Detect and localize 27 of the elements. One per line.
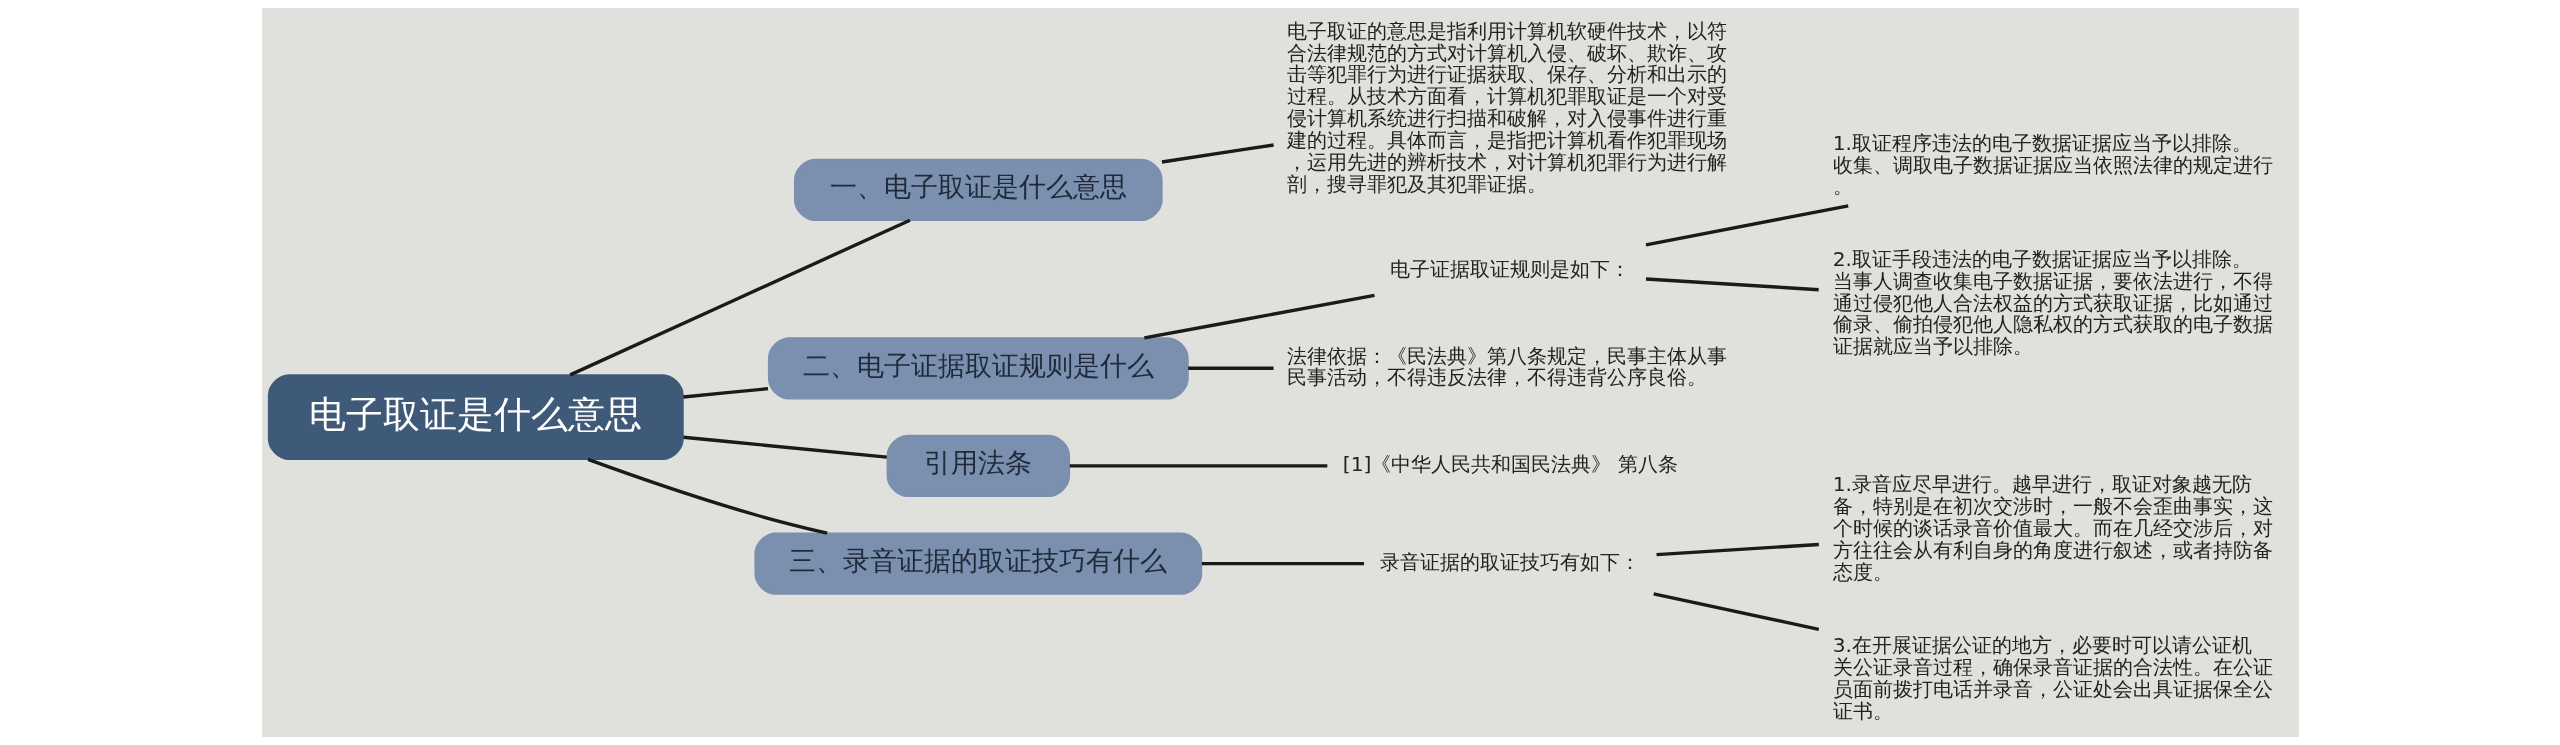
node-text: 录音证据的取证技巧有如下： xyxy=(1379,549,1640,574)
node-text: 1.取证程序违法的电子数据证据应当予以排除。收集、调取电子数据证据应当依照法律的规定进行。 xyxy=(1832,130,2273,199)
connector xyxy=(682,435,887,459)
node-box: 三、录音证据的取证技巧有什么 xyxy=(753,532,1202,595)
node-box: 二、电子证据取证规则是什么 xyxy=(767,337,1189,400)
connector xyxy=(1069,464,1327,468)
node-text: 电子取证的意思是指利用计算机软硬件技术，以符合法律规范的方式对计算机入侵、破坏、欺诈、攻击等犯罪行为进行证据获取、保存、分析和出示的过程。从技术方面看，计算机犯罪取证是一个对受侵计算机系统进行扫描和破解，对入侵事件进行重建的过程。具体而言，是指把计算机看作犯罪现场，运用先进的辨析技术，对计算机犯罪行为进行解剖，搜寻罪犯及其犯罪证据。 xyxy=(1286,18,1727,196)
node-text: 1.录音应尽早进行。越早进行，取证对象越无防备，特别是在初次交涉时，一般不会歪曲事实，这个时候的谈话录音价值最大。而在几经交涉后，对方往往会从有利自身的角度进行叙述，或者持防备态度。 xyxy=(1832,472,2273,584)
node-box: 引用法条 xyxy=(886,434,1070,498)
node-text: 电子证据取证规则是如下： xyxy=(1389,256,1630,281)
connector xyxy=(1655,542,1819,557)
node-text: [1]《中华人民共和国民法典》 第八条 xyxy=(1342,452,1678,477)
connector xyxy=(1652,592,1819,631)
connector xyxy=(586,457,828,535)
node-box: 电子取证是什么意思 xyxy=(267,374,684,461)
connector xyxy=(1645,277,1819,292)
connector xyxy=(1161,143,1274,164)
connector xyxy=(569,218,911,377)
connector xyxy=(1645,204,1849,247)
connector xyxy=(1187,366,1274,370)
connector xyxy=(1201,561,1364,566)
node-text: 3.在开展证据公证的地方，必要时可以请公证机关公证录音过程，确保录音证据的合法性。在公证员面前拨打电话并录音，公证处会出具证据保全公证书。 xyxy=(1832,633,2273,723)
node-text: 2.取证手段违法的电子数据证据应当予以排除。当事人调查收集电子数据证据，要依法进行，不得通过侵犯他人合法权益的方式获取证据，比如通过偷录、偷拍侵犯他人隐私权的方式获取的电子数据证据就应当予以排除。 xyxy=(1832,246,2273,359)
node-text: 法律依据：《民法典》第八条规定，民事主体从事民事活动，不得违反法律，不得违背公序良俗。 xyxy=(1286,343,1727,390)
node-box: 一、电子取证是什么意思 xyxy=(793,158,1163,221)
connector xyxy=(1143,293,1375,340)
connector xyxy=(682,387,768,399)
